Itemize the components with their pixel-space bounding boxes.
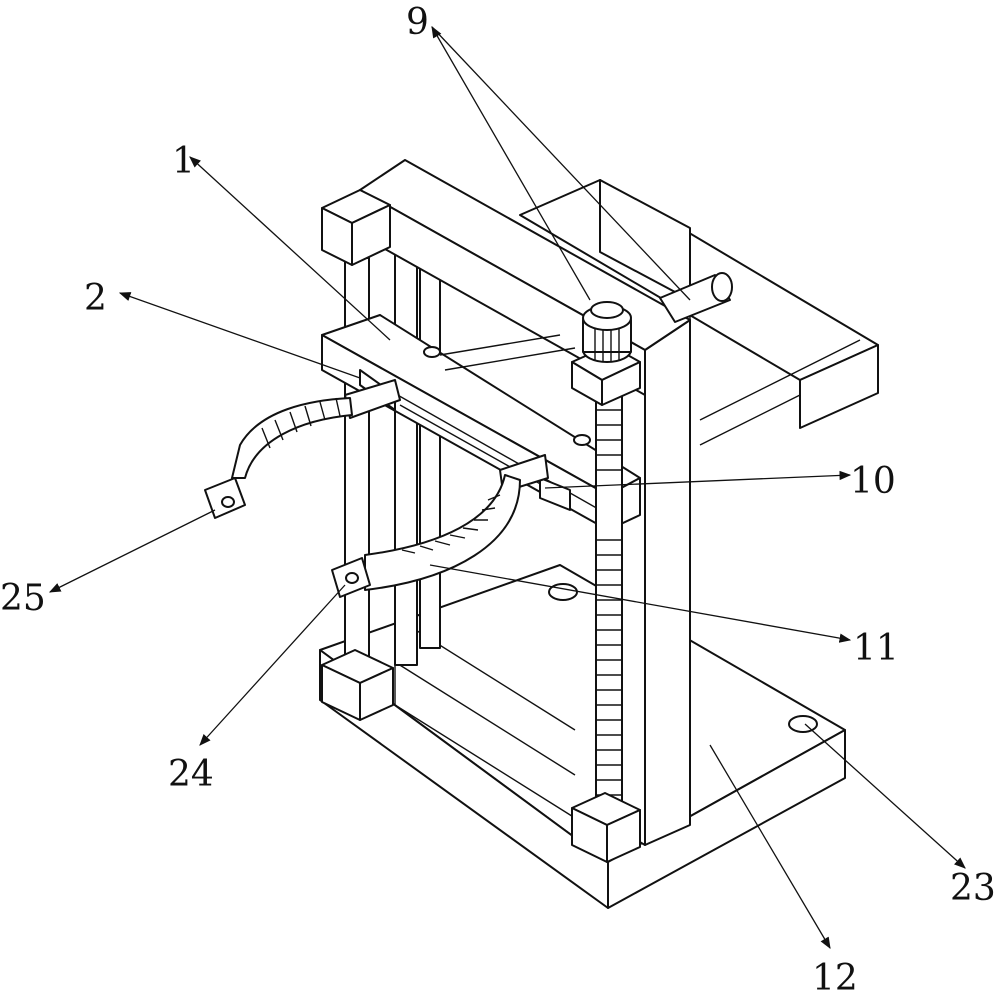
screw-threads (596, 409, 622, 796)
leader-11 (429, 564, 852, 643)
base-plate (319, 564, 846, 909)
leader-1 (189, 156, 391, 341)
leader-25 (48, 509, 216, 593)
guide-rods (344, 239, 441, 669)
leader-lines (48, 25, 966, 950)
leader-24 (199, 584, 346, 746)
leader-2 (118, 292, 361, 379)
leader-9 (431, 25, 591, 301)
label-23: 23 (950, 868, 996, 909)
leader-9b (431, 26, 691, 301)
leader-23 (804, 723, 966, 869)
label-1: 1 (172, 141, 195, 182)
label-24: 24 (168, 754, 214, 795)
lower-clamp-arm (331, 454, 549, 598)
bottom-blocks (321, 649, 641, 863)
label-9: 9 (406, 2, 429, 43)
label-11: 11 (853, 628, 899, 669)
label-25: 25 (0, 578, 46, 619)
leader-10 (544, 470, 852, 489)
label-2: 2 (84, 278, 107, 319)
motor-block (571, 301, 641, 406)
upper-clamp-arm (204, 379, 401, 519)
leader-12 (709, 744, 831, 950)
label-12: 12 (812, 958, 858, 995)
label-10: 10 (850, 461, 896, 502)
rear-rod (659, 272, 733, 323)
mounting-hole (788, 715, 818, 733)
lead-screw (595, 394, 623, 808)
